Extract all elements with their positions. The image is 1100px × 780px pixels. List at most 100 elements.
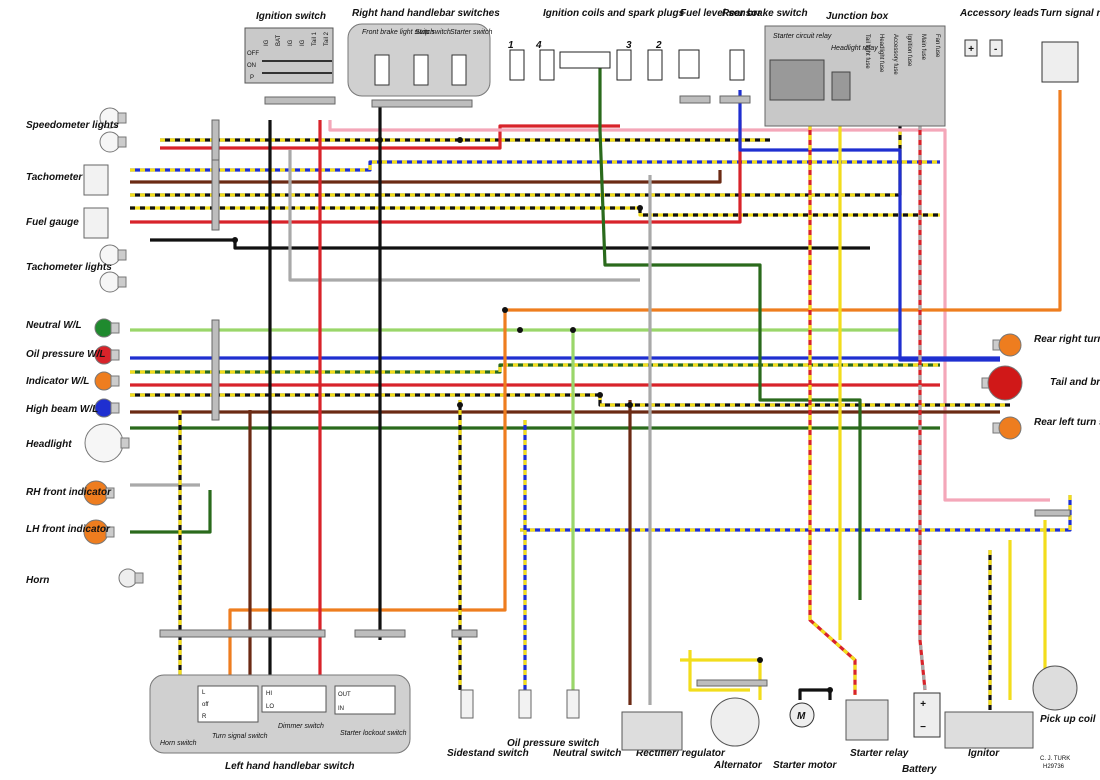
junction-dot [627, 402, 633, 408]
horn-switch-label: Horn switch [160, 740, 197, 747]
starter-relay [845, 699, 889, 741]
wire-bk-y-3-stripe [130, 393, 1010, 407]
svg-text:C. J. TURK: C. J. TURK [1040, 756, 1070, 762]
starter-relay-label: Starter relay [850, 748, 909, 759]
svg-text:+: + [968, 44, 974, 55]
tachometer-light-1 [99, 244, 127, 266]
junction-box-label: Junction box [826, 11, 889, 22]
lh-front-indicator-label: LH front indicator [26, 524, 111, 535]
junction-dot [377, 137, 383, 143]
alternator-connector [696, 679, 768, 687]
rear-brake-switch [729, 49, 745, 81]
svg-text:M: M [797, 711, 806, 722]
wire-motor [798, 688, 832, 700]
ignitor-label: Ignitor [968, 748, 1000, 759]
junction-dot [502, 307, 508, 313]
turn-signal-relay [1041, 41, 1079, 83]
junction-dot [457, 402, 463, 408]
high-beam-wl-lamp [94, 398, 120, 418]
svg-text:+: + [920, 699, 926, 710]
high-beam-wl-label: High beam W/L [26, 404, 98, 415]
ign-col-2: BAT [276, 34, 282, 46]
svg-text:Fan fuse: Fan fuse [934, 34, 940, 58]
accessory-leads-label: Accessory leads [959, 8, 1039, 19]
rectifier-label: Rectifier/ regulator [636, 748, 726, 759]
svg-text:1: 1 [508, 40, 514, 51]
ignition-coil-group: 1 4 3 2 [508, 40, 663, 81]
neutral-wl-lamp [94, 318, 120, 338]
svg-text:-: - [994, 44, 998, 55]
sidestand-connector [451, 629, 478, 638]
junction-dot [457, 137, 463, 143]
dimmer-switch-label: Dimmer switch [278, 723, 324, 730]
svg-text:IN: IN [338, 706, 344, 712]
rear-right-turn-lamp [992, 333, 1022, 357]
starter-motor-label: Starter motor [773, 760, 837, 771]
lockout-connector [354, 629, 406, 638]
ign-row-on: ON [247, 63, 256, 69]
starter-lockout-label: Starter lockout switch [340, 730, 407, 737]
fuel-level-sensor [678, 49, 700, 79]
junction-dot [757, 657, 763, 663]
instrument-connector-1 [211, 119, 220, 161]
wire-orange [505, 90, 1062, 312]
fuel-level-sensor-label: Fuel level sensor [680, 8, 762, 19]
front-brake-switch-label: Front brake light switch [362, 29, 434, 36]
warning-light-connector [211, 319, 220, 421]
pickup-coil-label: Pick up coil [1040, 714, 1096, 725]
rear-brake-connector [719, 95, 751, 104]
svg-text:Ignition fuse: Ignition fuse [906, 34, 912, 67]
wire-bk-y-2 [130, 125, 902, 197]
lh-handlebar-label: Left hand handlebar switch [225, 761, 354, 772]
wire-r-w-stripe [918, 125, 927, 691]
svg-text:L: L [202, 690, 206, 696]
svg-text:Main fuse: Main fuse [920, 34, 926, 61]
indicator-wl-label: Indicator W/L [26, 376, 89, 387]
wire-dg-3 [598, 60, 862, 600]
tail-brake-lamp [981, 365, 1023, 401]
ign-col-5: Tail 1 [312, 31, 318, 46]
tachometer-label: Tachometer [26, 172, 83, 183]
ignitor-connector [1034, 509, 1071, 517]
svg-text:HI: HI [266, 691, 272, 697]
fuel-gauge-label: Fuel gauge [26, 217, 79, 228]
headlight-relay-label: Headlight relay [831, 45, 878, 52]
alternator-label: Alternator [713, 760, 763, 771]
svg-text:3: 3 [626, 40, 632, 51]
pickup-coil [1032, 665, 1078, 711]
starter-motor [789, 702, 815, 728]
ignition-coils-label: Ignition coils and spark plugs [543, 8, 685, 19]
ign-row-p: P [250, 75, 254, 81]
neutral-switch-label: Neutral switch [553, 748, 621, 759]
speedometer-light-1 [99, 107, 127, 129]
svg-text:4: 4 [535, 40, 542, 51]
junction-dot [232, 237, 238, 243]
oil-pressure-wl-lamp [94, 345, 120, 365]
wire-pink [328, 120, 1050, 502]
turn-signal-relay-label: Turn signal relay [1040, 8, 1100, 19]
battery-label: Battery [902, 764, 937, 775]
wire-red-2 [130, 120, 742, 224]
wire-bl-y-1-stripe [130, 160, 940, 172]
junction-dot [570, 327, 576, 333]
fuel-gauge [83, 207, 109, 239]
ignition-connector [264, 96, 336, 105]
tachometer-lights-label: Tachometer lights [26, 262, 112, 273]
svg-text:Headlight fuse: Headlight fuse [878, 34, 884, 73]
neutral-switch [566, 689, 580, 719]
svg-text:H29736: H29736 [1043, 764, 1065, 770]
junction-dot [637, 205, 643, 211]
junction-dot [827, 687, 833, 693]
wire-y-bk-stripe [130, 206, 940, 217]
svg-text:off: off [202, 702, 209, 708]
ign-col-4: IG [300, 39, 306, 46]
speedometer-lights-label: Speedometer lights [26, 120, 119, 131]
wire-dg-2 [130, 490, 212, 534]
rear-right-turn-label: Rear right turn signal [1034, 334, 1100, 345]
rectifier-regulator [621, 711, 683, 751]
wire-layer [130, 60, 1072, 710]
rh-handlebar-connector [371, 99, 473, 108]
ign-row-off: OFF [247, 51, 259, 57]
